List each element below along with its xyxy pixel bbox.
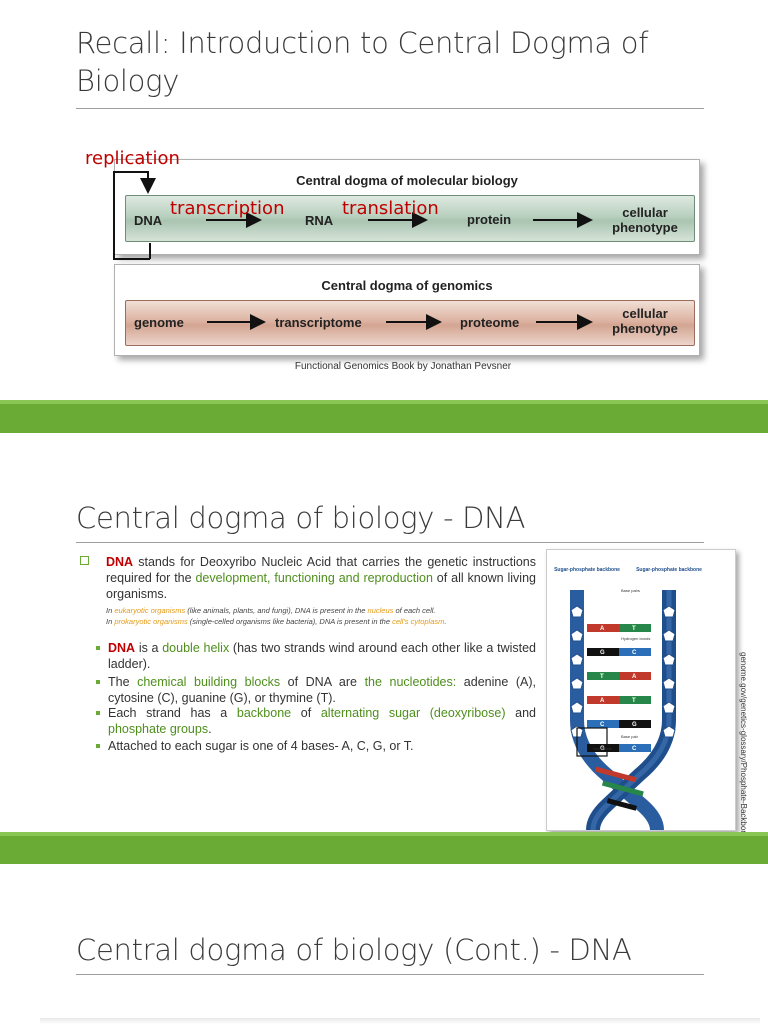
svg-text:T: T bbox=[600, 674, 604, 680]
svg-text:Nucleotide: Nucleotide bbox=[593, 746, 613, 751]
bullet-dot-icon bbox=[96, 646, 100, 650]
figure-caption: Functional Genomics Book by Jonathan Pev… bbox=[294, 361, 512, 372]
slide3-content-edge bbox=[40, 1018, 760, 1024]
intro-highlight: development, functioning and reproductio… bbox=[195, 571, 433, 585]
term-dna: DNA bbox=[134, 213, 163, 228]
bullet-building-blocks: The chemical building blocks of DNA are … bbox=[108, 675, 536, 705]
svg-text:G: G bbox=[632, 722, 637, 728]
svg-text:Hydrogen bonds: Hydrogen bonds bbox=[621, 636, 650, 641]
dna-intro-paragraph: DNA stands for Deoxyribo Nucleic Acid th… bbox=[106, 554, 536, 602]
label-translation: translation bbox=[342, 198, 439, 219]
panel2-title: Central dogma of genomics bbox=[321, 278, 493, 293]
label-replication: replication bbox=[85, 148, 180, 169]
svg-text:A: A bbox=[632, 674, 637, 680]
svg-text:G: G bbox=[600, 746, 605, 752]
slide2-title: Central dogma of biology - DNA bbox=[76, 501, 526, 535]
svg-text:Base pairs: Base pairs bbox=[621, 588, 640, 593]
backbone-label-left: Sugar-phosphate backbone bbox=[554, 567, 620, 573]
panel1-title: Central dogma of molecular biology bbox=[296, 173, 518, 188]
svg-text:A: A bbox=[600, 698, 605, 704]
term-cellular-phenotype-1: cellular phenotype bbox=[604, 205, 686, 235]
bullet-dot-icon bbox=[96, 680, 100, 684]
term-cellular-phenotype-2: cellular phenotype bbox=[604, 306, 686, 336]
note-eukaryotic: In eukaryotic organisms (like animals, p… bbox=[106, 606, 436, 615]
arrow-replication-loop bbox=[113, 171, 156, 260]
bullet-backbone: Each strand has a backbone of alternatin… bbox=[108, 706, 536, 736]
term-phenotype-2: phenotype bbox=[612, 321, 678, 336]
svg-text:Base pair: Base pair bbox=[621, 734, 639, 739]
slide1-title: Recall: Introduction to Central Dogma of… bbox=[76, 24, 648, 100]
slide-separator-1-highlight bbox=[0, 400, 768, 404]
note-cytoplasm-term: cell's cytoplasm bbox=[392, 617, 445, 626]
term-phenotype-1: phenotype bbox=[612, 220, 678, 235]
note-prokaryotic-term: prokaryotic organisms bbox=[114, 617, 188, 626]
dna-helix-illustration: A T G C T A A T C G G C Sugar-phosphate backbo… bbox=[554, 567, 702, 830]
figure-arrows bbox=[113, 171, 593, 330]
term-protein: protein bbox=[467, 212, 512, 227]
svg-text:C: C bbox=[632, 650, 637, 656]
slide3-title-rule bbox=[76, 974, 704, 975]
term-cellular-2: cellular bbox=[622, 306, 668, 321]
svg-text:G: G bbox=[600, 650, 605, 656]
slide-separator-1 bbox=[0, 400, 768, 433]
bullet-double-helix: DNA is a double helix (has two strands w… bbox=[108, 641, 536, 671]
panel1-bar bbox=[125, 195, 695, 242]
term-transcriptome: transcriptome bbox=[275, 315, 362, 330]
svg-text:C: C bbox=[632, 746, 637, 752]
slide1-title-line1: Recall: Introduction to Central Dogma of bbox=[76, 26, 649, 60]
note-prokaryotic: In prokaryotic organisms (single-celled … bbox=[106, 617, 447, 626]
slide1-title-rule bbox=[76, 108, 704, 109]
label-transcription: transcription bbox=[170, 198, 285, 219]
note-eukaryotic-term: eukaryotic organisms bbox=[114, 606, 186, 615]
term-proteome: proteome bbox=[460, 315, 520, 330]
slide-separator-2 bbox=[0, 832, 768, 864]
image-source-credit: genome.gov/genetics-glossary/Phosphate-B… bbox=[739, 652, 748, 840]
svg-text:C: C bbox=[600, 722, 605, 728]
figure-panel-molecular: Central dogma of molecular biology bbox=[114, 159, 700, 255]
bp1-left: A bbox=[600, 626, 605, 632]
backbone-label-right: Sugar-phosphate backbone bbox=[636, 567, 702, 573]
slide2-title-rule bbox=[76, 542, 704, 543]
svg-text:T: T bbox=[632, 698, 636, 704]
intro-dna: DNA bbox=[106, 555, 134, 569]
slide1-title-line2: Biology bbox=[76, 64, 180, 98]
bullet-bases: Attached to each sugar is one of 4 bases… bbox=[108, 739, 414, 753]
square-bullet-icon bbox=[80, 556, 89, 565]
term-cellular-1: cellular bbox=[622, 205, 668, 220]
dna-diagram: A T G C T A A T C G G C Sugar-phosphate backbo… bbox=[546, 549, 736, 831]
term-rna: RNA bbox=[305, 213, 334, 228]
slide-separator-2-highlight bbox=[0, 832, 768, 836]
bullet-dot-icon bbox=[96, 711, 100, 715]
bullet-dot-icon bbox=[96, 744, 100, 748]
slide3-title: Central dogma of biology (Cont.) - DNA bbox=[76, 933, 632, 967]
term-genome: genome bbox=[134, 315, 184, 330]
note-nucleus-term: nucleus bbox=[367, 606, 394, 615]
svg-text:T: T bbox=[632, 626, 636, 632]
intro-text-b: of all known living organisms. bbox=[106, 571, 536, 601]
intro-text-a: stands for Deoxyribo Nucleic Acid that c… bbox=[106, 555, 536, 585]
